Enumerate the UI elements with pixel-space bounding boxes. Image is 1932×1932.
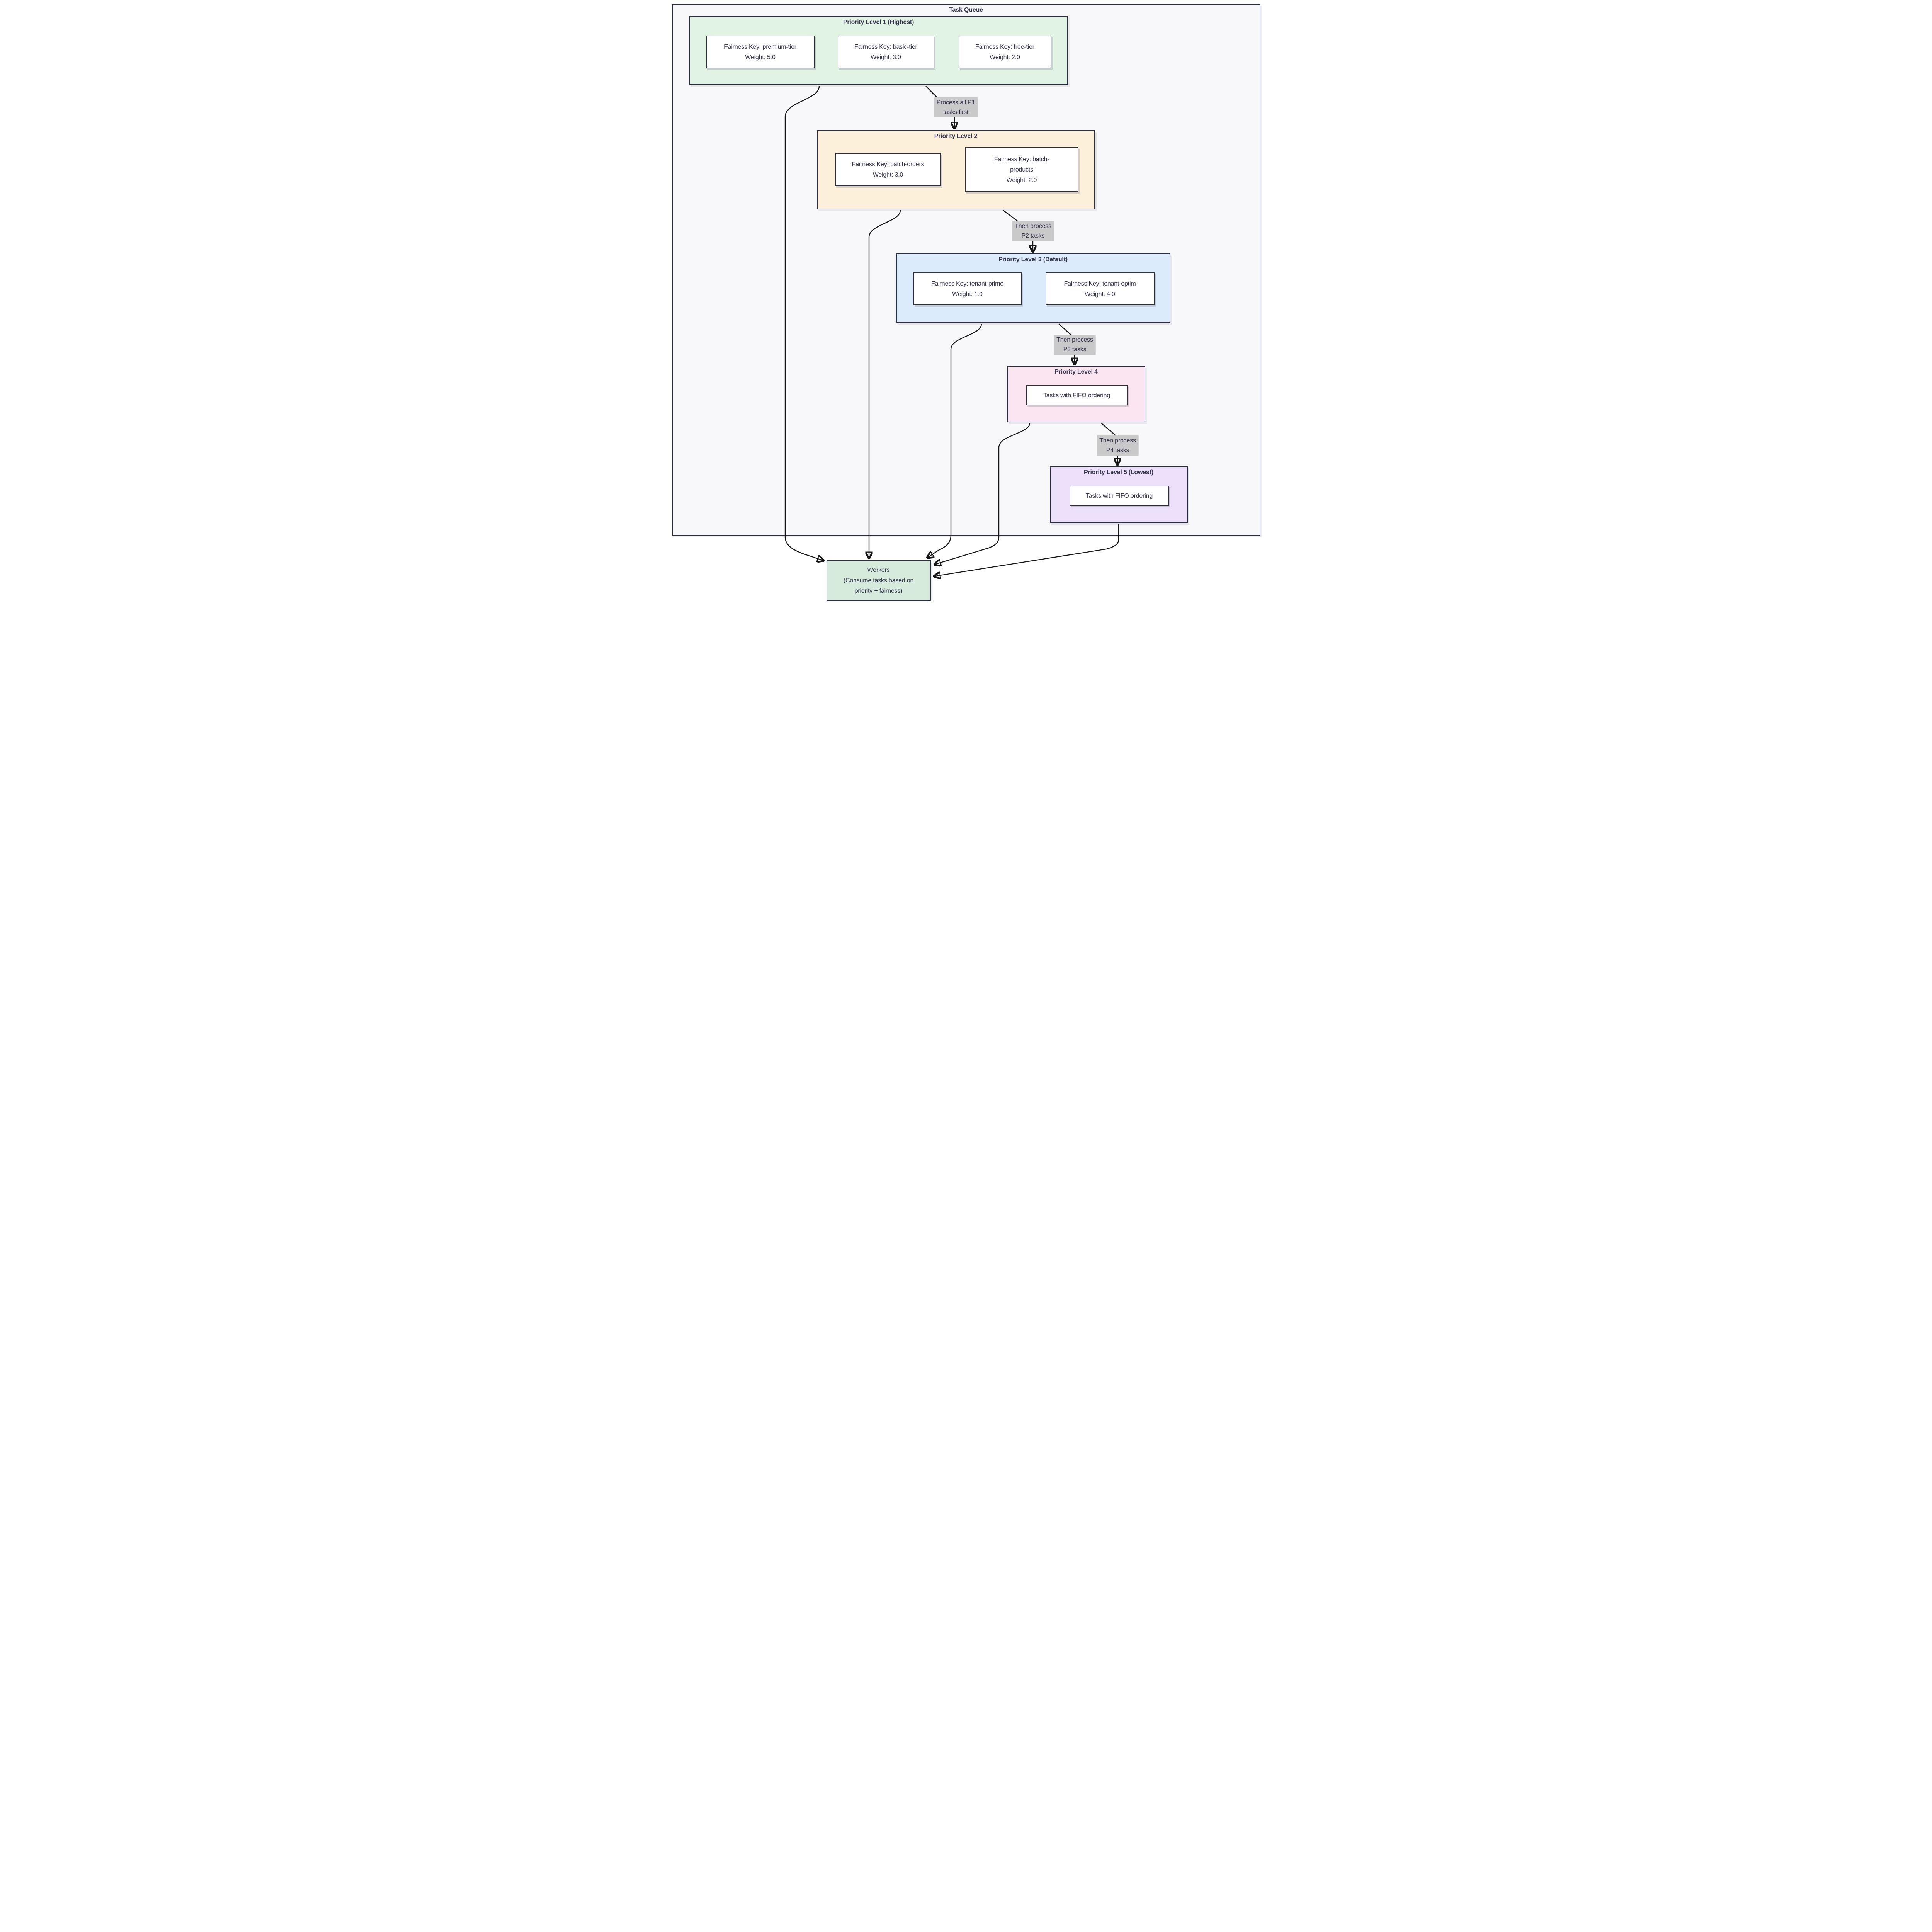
cluster-priority-3-title: Priority Level 3 (Default)	[998, 256, 1068, 263]
edge-label-line: Then process	[1015, 223, 1051, 230]
node-tenant-optim: Fairness Key: tenant-optim Weight: 4.0	[1045, 272, 1155, 305]
cluster-priority-1: Priority Level 1 (Highest) Fairness Key:…	[689, 16, 1068, 85]
node-text-line: Weight: 5.0	[745, 54, 776, 61]
edge-label-line: Then process	[1099, 437, 1136, 444]
edge-label-line: P4 tasks	[1106, 447, 1129, 454]
edge-label-process-p4: Then process P4 tasks	[1097, 435, 1139, 456]
node-text-line: Fairness Key: basic-tier	[854, 43, 917, 50]
node-tenant-prime: Fairness Key: tenant-prime Weight: 1.0	[913, 272, 1022, 305]
flowchart-canvas: Task Queue Priority Level 1 (Highest) Fa…	[668, 0, 1264, 601]
task-queue-title: Task Queue	[949, 7, 983, 13]
cluster-priority-4: Priority Level 4 Tasks with FIFO orderin…	[1007, 366, 1145, 422]
node-free-tier: Fairness Key: free-tier Weight: 2.0	[958, 36, 1051, 68]
node-text-line: Fairness Key: premium-tier	[724, 43, 796, 50]
node-text-line: (Consume tasks based on	[843, 577, 914, 584]
edge-label-process-p2: Then process P2 tasks	[1012, 221, 1054, 241]
node-fifo-p4: Tasks with FIFO ordering	[1026, 385, 1128, 405]
cluster-priority-1-title: Priority Level 1 (Highest)	[843, 19, 914, 26]
node-text-line: priority + fairness)	[854, 587, 903, 594]
node-text-line: Fairness Key: tenant-optim	[1064, 280, 1136, 287]
node-text-line: products	[1010, 166, 1033, 173]
edge-label-line: Then process	[1056, 337, 1093, 343]
edge-label-line: tasks first	[943, 109, 969, 116]
node-text-line: Weight: 2.0	[990, 54, 1020, 61]
cluster-priority-2-title: Priority Level 2	[934, 133, 978, 139]
edge-label-line: P3 tasks	[1063, 346, 1087, 353]
node-text-line: Fairness Key: tenant-prime	[931, 280, 1003, 287]
node-basic-tier: Fairness Key: basic-tier Weight: 3.0	[837, 36, 934, 68]
node-text-line: Fairness Key: batch-	[994, 156, 1049, 163]
node-text-line: Fairness Key: batch-orders	[852, 161, 924, 168]
node-text-line: Weight: 1.0	[952, 291, 983, 298]
cluster-priority-3: Priority Level 3 (Default) Fairness Key:…	[896, 253, 1170, 323]
cluster-priority-4-title: Priority Level 4	[1054, 369, 1098, 375]
node-text-line: Workers	[867, 566, 890, 573]
node-premium-tier: Fairness Key: premium-tier Weight: 5.0	[706, 36, 815, 68]
cluster-priority-5: Priority Level 5 (Lowest) Tasks with FIF…	[1049, 466, 1188, 523]
node-text-line: Weight: 4.0	[1085, 291, 1115, 298]
node-text-line: Tasks with FIFO ordering	[1085, 492, 1153, 499]
node-fifo-p5: Tasks with FIFO ordering	[1069, 486, 1169, 506]
node-text-line: Weight: 2.0	[1006, 177, 1037, 184]
edge-label-process-p1: Process all P1 tasks first	[934, 97, 978, 117]
cluster-priority-2: Priority Level 2 Fairness Key: batch-ord…	[816, 130, 1095, 209]
node-text-line: Weight: 3.0	[872, 172, 903, 178]
edge-label-line: P2 tasks	[1021, 233, 1045, 239]
node-workers: Workers (Consume tasks based on priority…	[826, 560, 931, 601]
edge-label-process-p3: Then process P3 tasks	[1054, 335, 1096, 355]
node-batch-orders: Fairness Key: batch-orders Weight: 3.0	[835, 153, 941, 186]
node-batch-products: Fairness Key: batch- products Weight: 2.…	[965, 147, 1078, 192]
edge-label-line: Process all P1	[936, 99, 975, 106]
node-text-line: Weight: 3.0	[871, 54, 901, 61]
cluster-priority-5-title: Priority Level 5 (Lowest)	[1084, 469, 1153, 476]
node-text-line: Tasks with FIFO ordering	[1043, 392, 1111, 399]
node-text-line: Fairness Key: free-tier	[975, 43, 1034, 50]
